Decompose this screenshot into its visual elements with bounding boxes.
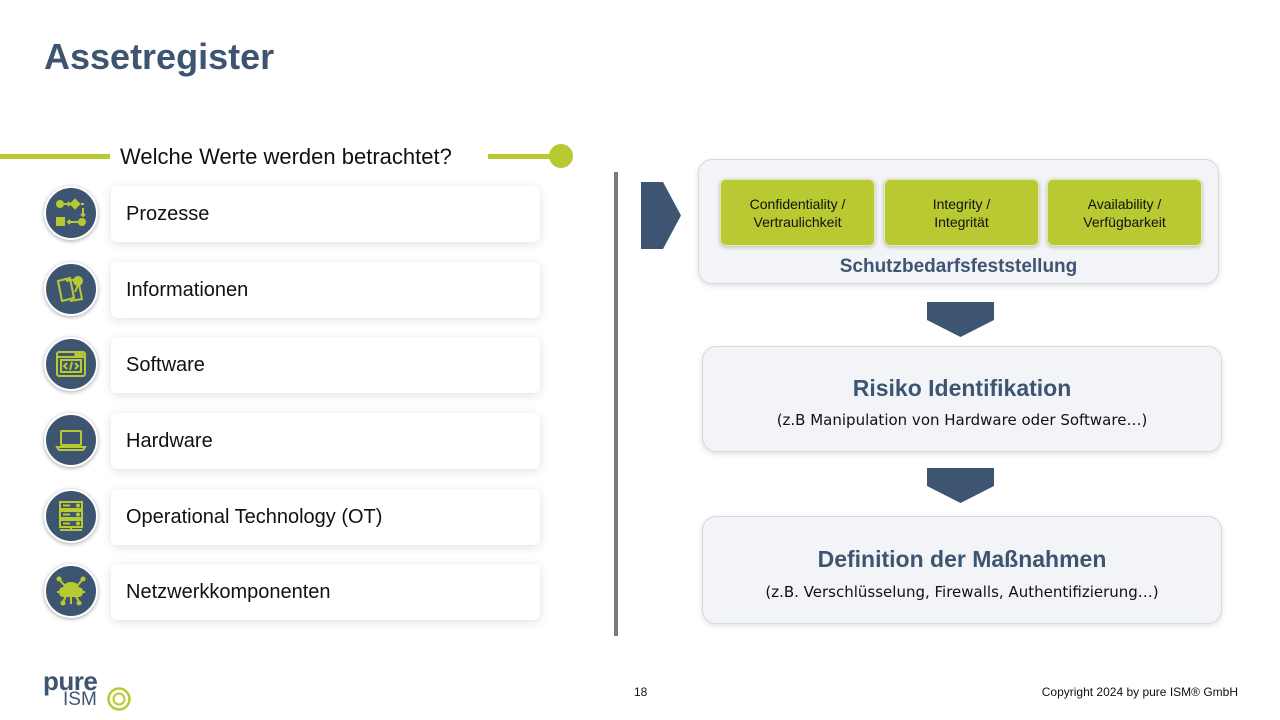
asset-label: Informationen — [126, 278, 249, 301]
asset-label: Netzwerkkomponenten — [126, 580, 331, 603]
arrow-down-icon — [927, 468, 994, 503]
server-rack-icon — [44, 489, 98, 543]
page-number: 18 — [634, 685, 648, 699]
vertical-divider — [614, 172, 618, 636]
arrow-down-icon — [927, 302, 994, 337]
measures-definition-card: Definition der Maßnahmen (z.B. Verschlüs… — [702, 516, 1222, 624]
asset-label: Software — [126, 353, 205, 376]
asset-box: Software — [111, 337, 540, 393]
logo-ring-icon — [107, 687, 131, 711]
logo-text-ism: ISM — [63, 689, 97, 710]
risk-identification-card: Risiko Identifikation (z.B Manipulation … — [702, 346, 1222, 452]
code-window-icon — [44, 337, 98, 391]
cia-label: Confidentiality / Vertraulichkeit — [749, 195, 846, 230]
protection-requirement-label: Schutzbedarfsfeststellung — [839, 256, 1078, 277]
asset-box: Hardware — [111, 413, 540, 469]
logo-text-pure: pure — [43, 666, 98, 696]
copyright-notice: Copyright 2024 by pure ISM® GmbH — [1041, 685, 1238, 699]
process-flow-icon — [44, 186, 98, 240]
cia-confidentiality: Confidentiality / Vertraulichkeit — [720, 179, 875, 246]
section-rule-dot — [549, 144, 573, 168]
asset-box: Operational Technology (OT) — [111, 489, 540, 545]
protection-requirement-card: Confidentiality / Vertraulichkeit Integr… — [698, 159, 1219, 284]
chevron-right-icon — [641, 182, 681, 249]
asset-box: Netzwerkkomponenten — [111, 564, 540, 620]
section-rule-right — [488, 154, 558, 159]
risk-title: Risiko Identifikation — [852, 375, 1072, 401]
asset-item-software: Software — [44, 337, 544, 393]
asset-label: Hardware — [126, 429, 213, 452]
asset-box: Informationen — [111, 262, 540, 318]
asset-box: Prozesse — [111, 186, 540, 242]
asset-label: Operational Technology (OT) — [126, 505, 383, 528]
cloud-network-icon — [44, 564, 98, 618]
asset-item-prozesse: Prozesse — [44, 186, 544, 242]
cia-label: Availability / Verfügbarkeit — [1083, 195, 1166, 230]
asset-item-ot: Operational Technology (OT) — [44, 489, 544, 545]
asset-item-netzwerkkomponenten: Netzwerkkomponenten — [44, 564, 544, 620]
asset-item-informationen: Informationen — [44, 262, 544, 318]
documents-pin-icon — [44, 262, 98, 316]
section-question: Welche Werte werden betrachtet? — [120, 144, 452, 169]
section-rule-left — [0, 154, 110, 159]
asset-item-hardware: Hardware — [44, 413, 544, 469]
pure-ism-logo: pure ISM — [43, 666, 143, 716]
laptop-icon — [44, 413, 98, 467]
asset-label: Prozesse — [126, 202, 210, 225]
measures-example: (z.B. Verschlüsselung, Firewalls, Authen… — [765, 583, 1159, 601]
measures-title: Definition der Maßnahmen — [817, 546, 1107, 572]
cia-label: Integrity / Integrität — [932, 195, 991, 230]
risk-example: (z.B Manipulation von Hardware oder Soft… — [776, 411, 1148, 429]
cia-availability: Availability / Verfügbarkeit — [1047, 179, 1202, 246]
slide-title: Assetregister — [44, 36, 275, 77]
cia-integrity: Integrity / Integrität — [884, 179, 1039, 246]
